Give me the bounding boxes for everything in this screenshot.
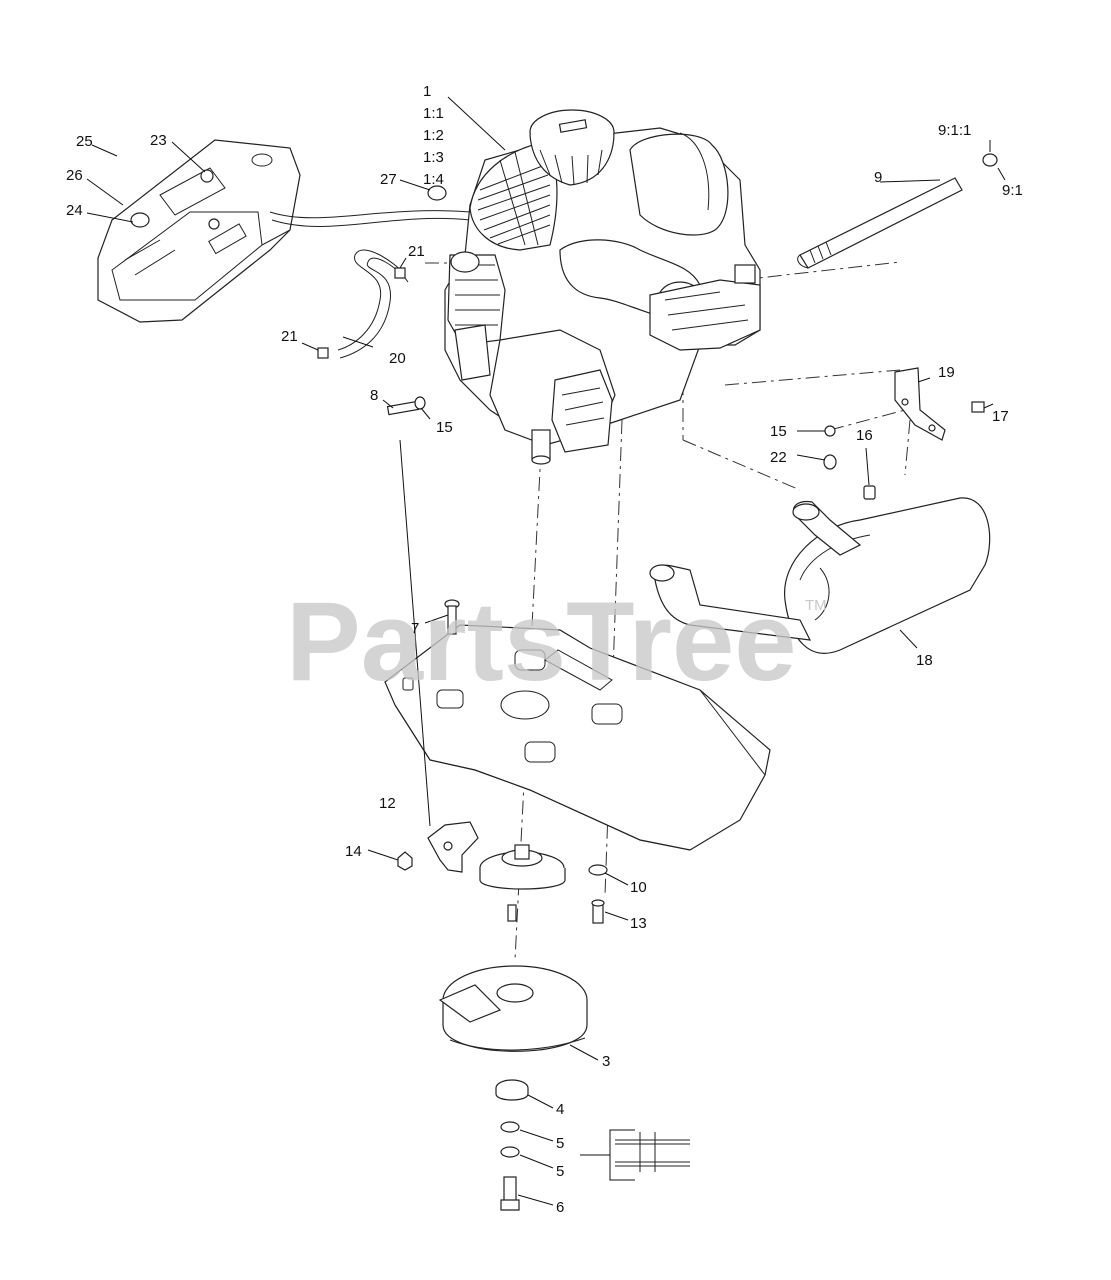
watermark-text: PartsTree: [286, 579, 797, 704]
callout-23: 23: [150, 132, 167, 149]
callout-27: 27: [380, 171, 397, 188]
callout-21-left: 21: [281, 328, 298, 345]
callout-labels: 1 1:1 1:2 1:3 1:4 27 25 23 26 24 21 21 2…: [66, 83, 1023, 1216]
muffler: [649, 497, 991, 654]
callout-20: 20: [389, 350, 406, 367]
callout-17: 17: [992, 408, 1009, 425]
callout-19: 19: [938, 364, 955, 381]
callout-25: 25: [76, 133, 93, 150]
callout-4: 4: [556, 1101, 564, 1118]
callout-21-top: 21: [408, 243, 425, 260]
callout-9-1-1: 9:1:1: [938, 122, 971, 139]
callout-8: 8: [370, 387, 378, 404]
callout-1-2: 1:2: [423, 127, 444, 144]
idler-bracket: [397, 821, 479, 873]
callout-10: 10: [630, 879, 647, 896]
callout-15-right: 15: [770, 423, 787, 440]
callout-5-lower: 5: [556, 1163, 564, 1180]
air-cleaner-cover: [529, 109, 615, 186]
callout-14: 14: [345, 843, 362, 860]
callout-1-1: 1:1: [423, 105, 444, 122]
callout-3: 3: [602, 1053, 610, 1070]
callout-16: 16: [856, 427, 873, 444]
muffler-bracket: [823, 367, 985, 500]
callout-13: 13: [630, 915, 647, 932]
callout-24: 24: [66, 202, 83, 219]
clutch-hardware: [495, 1079, 529, 1211]
callout-26: 26: [66, 167, 83, 184]
washer-detail-inset: [580, 1129, 690, 1181]
flywheel-screen: [477, 151, 551, 246]
watermark-trademark: TM: [805, 597, 827, 614]
engine-pulley: [479, 844, 566, 922]
callout-1-4: 1:4: [423, 171, 444, 188]
wire-harness: [269, 210, 471, 227]
callout-9: 9: [874, 169, 882, 186]
callout-9-1: 9:1: [1002, 182, 1023, 199]
callout-leaders: [86, 96, 1006, 1206]
callout-5-upper: 5: [556, 1135, 564, 1152]
callout-1: 1: [423, 83, 431, 100]
washer-bolt-right: [588, 864, 608, 924]
callout-12: 12: [379, 795, 396, 812]
pin: [444, 599, 460, 635]
pto-clutch: [438, 965, 588, 1052]
engine-assembly: [427, 109, 761, 465]
fuel-hose: [317, 249, 409, 359]
callout-6: 6: [556, 1199, 564, 1216]
callout-18: 18: [916, 652, 933, 669]
callout-22: 22: [770, 449, 787, 466]
callout-7: 7: [411, 620, 419, 637]
throttle-control-panel: [97, 139, 301, 323]
watermark: PartsTree TM: [286, 579, 827, 704]
callout-1-3: 1:3: [423, 149, 444, 166]
callout-15-left: 15: [436, 419, 453, 436]
bolt-washer-left: [386, 396, 426, 416]
exhaust-tube: [797, 153, 998, 269]
